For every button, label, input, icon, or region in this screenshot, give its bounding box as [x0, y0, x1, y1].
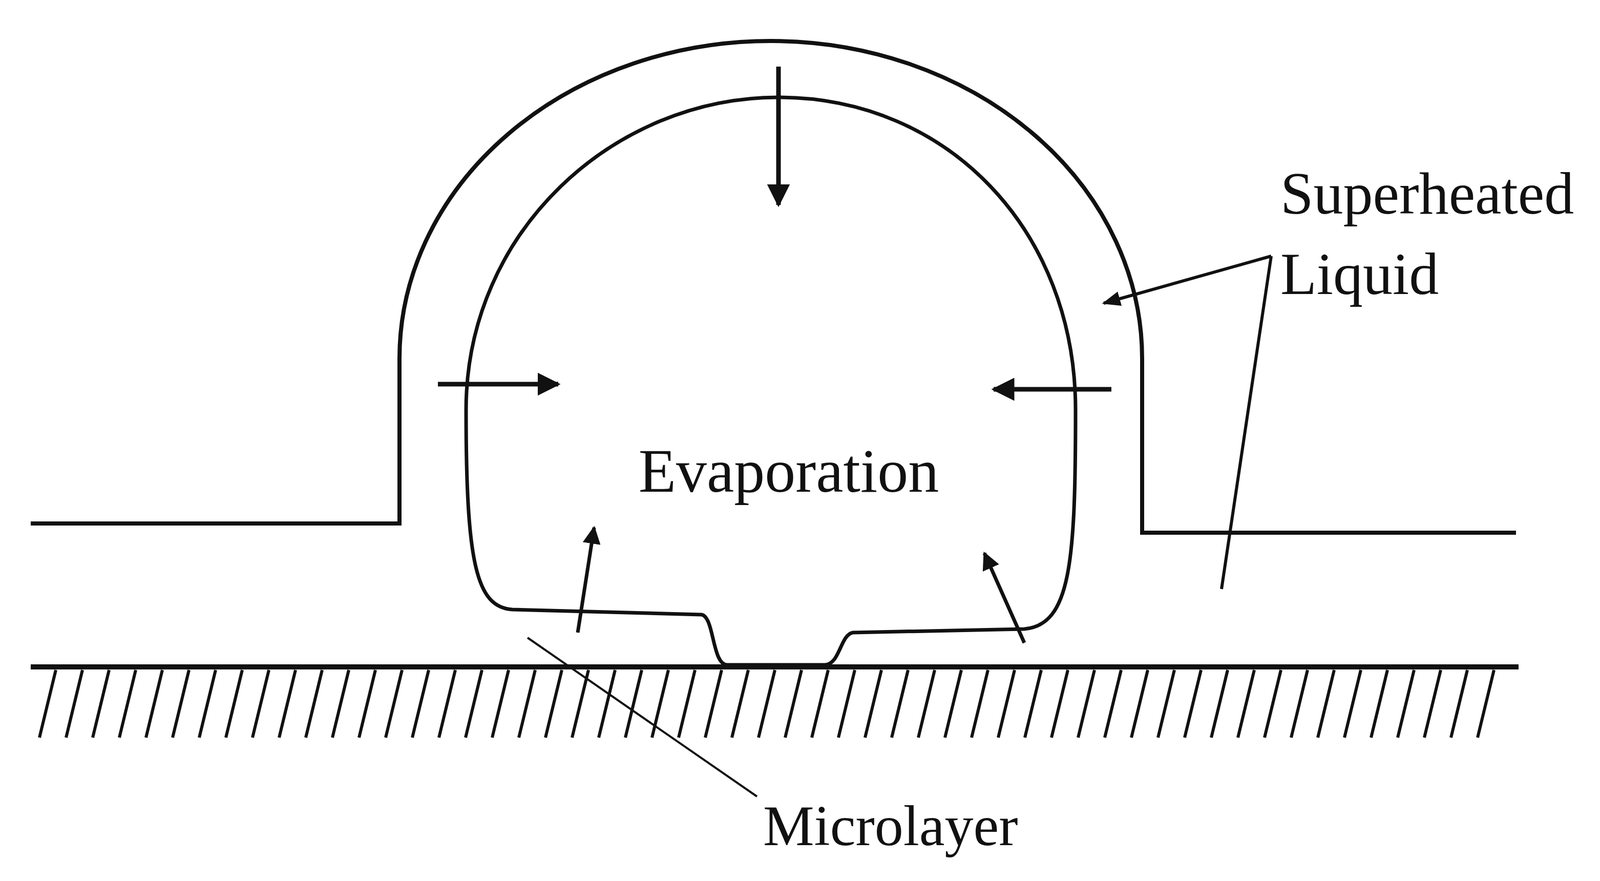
evaporation-arrow — [577, 527, 595, 633]
hatch-line — [359, 669, 376, 738]
hatch-line — [572, 669, 589, 738]
leader-line — [1103, 256, 1272, 304]
hatch-line — [252, 669, 269, 738]
leader-line — [527, 637, 757, 797]
leader-line — [1221, 256, 1272, 589]
hatch-line — [651, 669, 669, 738]
hatch-line — [545, 669, 562, 738]
part-label: Microlayer — [763, 791, 1019, 860]
hatch-line — [731, 669, 749, 738]
hatch-line — [971, 669, 988, 738]
hatch-line — [1104, 669, 1122, 738]
hatch-line — [305, 669, 323, 738]
hatch-line — [1371, 669, 1388, 738]
hatch-line — [145, 669, 163, 738]
hatch-line — [1397, 669, 1415, 738]
hatch-line — [1450, 669, 1468, 738]
region-label: Superheated Liquid — [1280, 153, 1574, 314]
hatch-line — [492, 669, 509, 738]
hatch-line — [332, 669, 349, 738]
hatch-line — [412, 669, 429, 738]
hatch-line — [678, 669, 696, 738]
hatch-line — [598, 669, 616, 738]
hatch-line — [1477, 669, 1494, 738]
hatch-line — [1184, 669, 1202, 738]
hatch-line — [785, 669, 802, 738]
hatch-line — [225, 669, 243, 738]
region-label: Evaporation — [638, 434, 939, 509]
hatch-line — [1131, 669, 1148, 738]
hatch-line — [172, 669, 189, 738]
hatch-line — [1424, 669, 1441, 738]
wall-hatching — [39, 669, 1494, 738]
hatch-line — [891, 669, 909, 738]
hatch-line — [1024, 669, 1042, 738]
hatch-line — [1051, 669, 1068, 738]
hatch-line — [438, 669, 456, 738]
hatch-line — [39, 669, 56, 738]
hatch-line — [918, 669, 935, 738]
hatch-line — [705, 669, 722, 738]
hatch-line — [1237, 669, 1255, 738]
hatch-line — [944, 669, 962, 738]
hatch-line — [92, 669, 110, 738]
hatch-line — [811, 669, 829, 738]
hatch-line — [838, 669, 855, 738]
hatch-line — [465, 669, 482, 738]
evaporation-arrow — [984, 553, 1025, 643]
hatch-line — [199, 669, 216, 738]
hatch-line — [625, 669, 642, 738]
hatch-line — [66, 669, 83, 738]
hatch-line — [865, 669, 882, 738]
hatch-line — [998, 669, 1015, 738]
hatch-line — [518, 669, 536, 738]
hatch-line — [1078, 669, 1095, 738]
hatch-line — [1317, 669, 1335, 738]
evaporation-arrow — [437, 382, 559, 387]
vapor-bubble — [466, 97, 1076, 665]
evaporation-arrow — [993, 387, 1112, 392]
hatch-line — [1211, 669, 1228, 738]
hatch-line — [119, 669, 136, 738]
hatch-line — [385, 669, 403, 738]
evaporation-arrow — [776, 66, 782, 205]
hatch-line — [1344, 669, 1361, 738]
hatch-line — [1264, 669, 1281, 738]
hatch-line — [279, 669, 296, 738]
hatch-line — [758, 669, 775, 738]
hatch-line — [1291, 669, 1308, 738]
hatch-line — [1158, 669, 1175, 738]
